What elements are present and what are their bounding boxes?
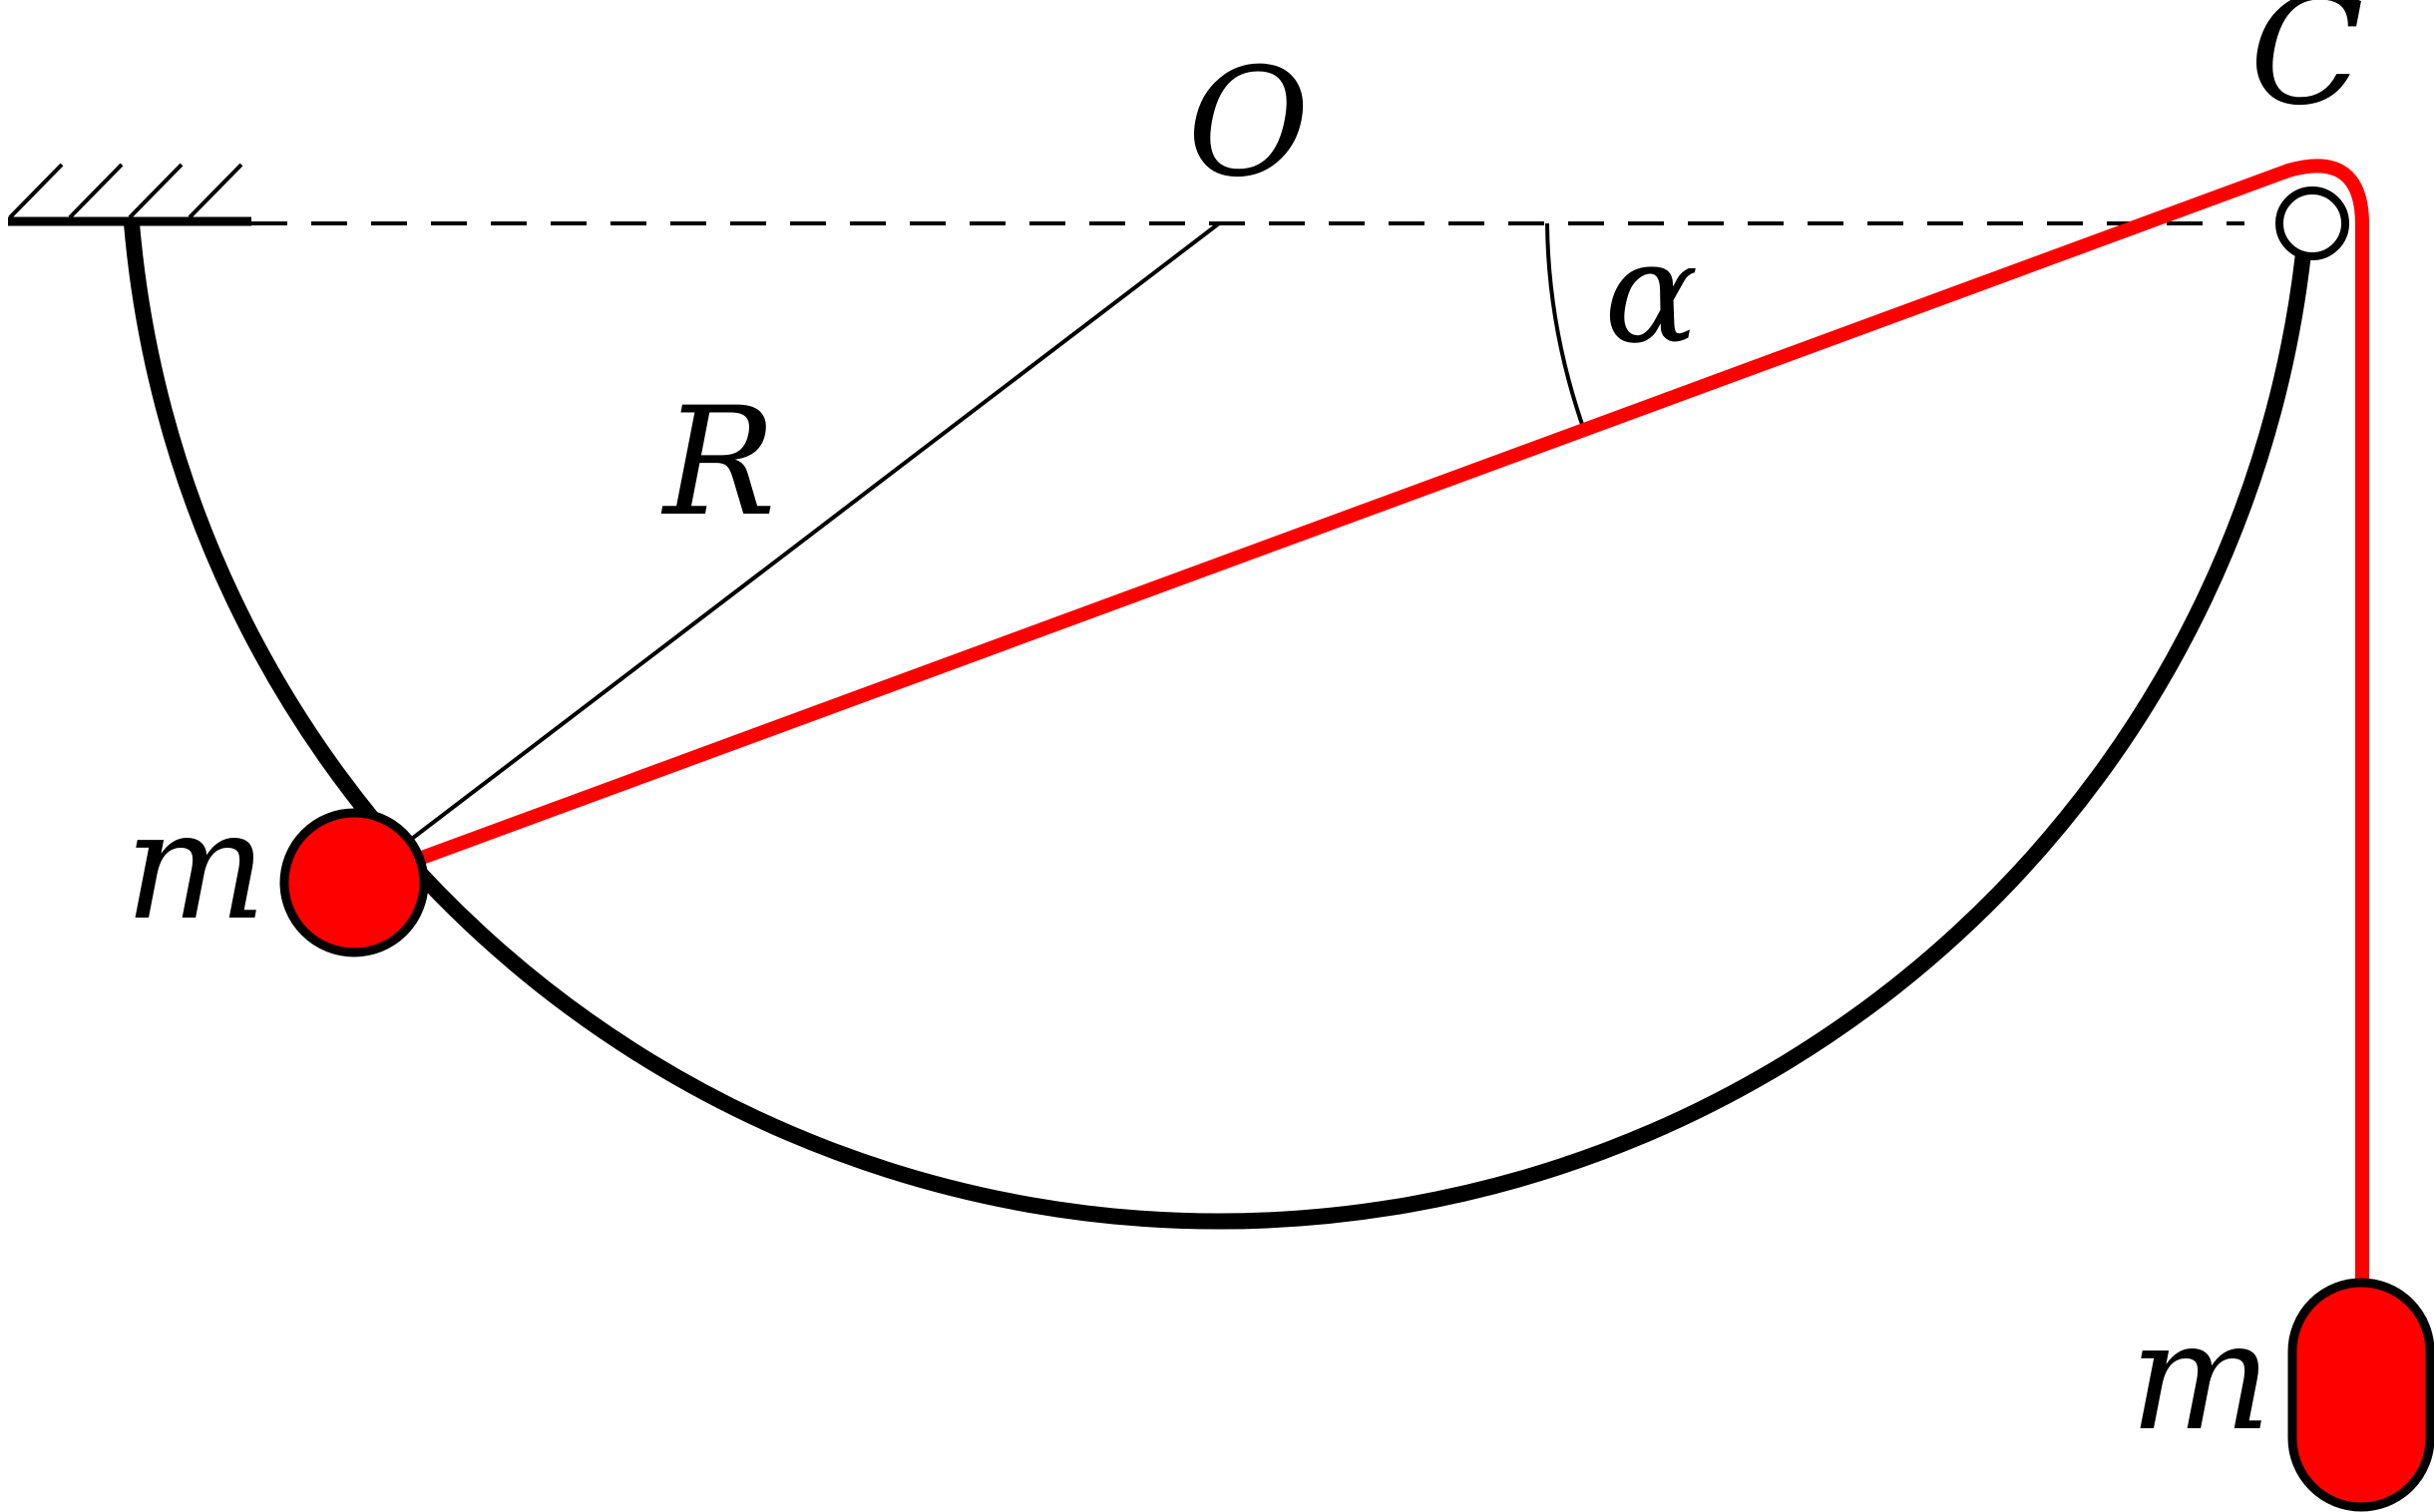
- pulley: [2275, 187, 2349, 260]
- fixed-support: [8, 163, 251, 226]
- mass-left: [279, 808, 429, 957]
- label-radius-r: R: [660, 376, 776, 550]
- label-pulley-c: C: [2249, 0, 2364, 139]
- label-center-o: O: [1187, 37, 1310, 210]
- radius-line: [352, 221, 1221, 885]
- string: [351, 159, 2369, 1297]
- support-hatch: [8, 163, 64, 219]
- label-mass-right: m: [2130, 1291, 2271, 1464]
- semicircular-hoop: [124, 222, 2314, 1230]
- angle-arc: [1545, 222, 1587, 434]
- support-hatch: [188, 163, 243, 219]
- label-angle-alpha: α: [1604, 212, 1699, 375]
- label-mass-left: m: [125, 780, 266, 953]
- mass-right: [2287, 1278, 2434, 1512]
- support-hatch: [68, 163, 124, 219]
- support-hatch: [128, 163, 184, 219]
